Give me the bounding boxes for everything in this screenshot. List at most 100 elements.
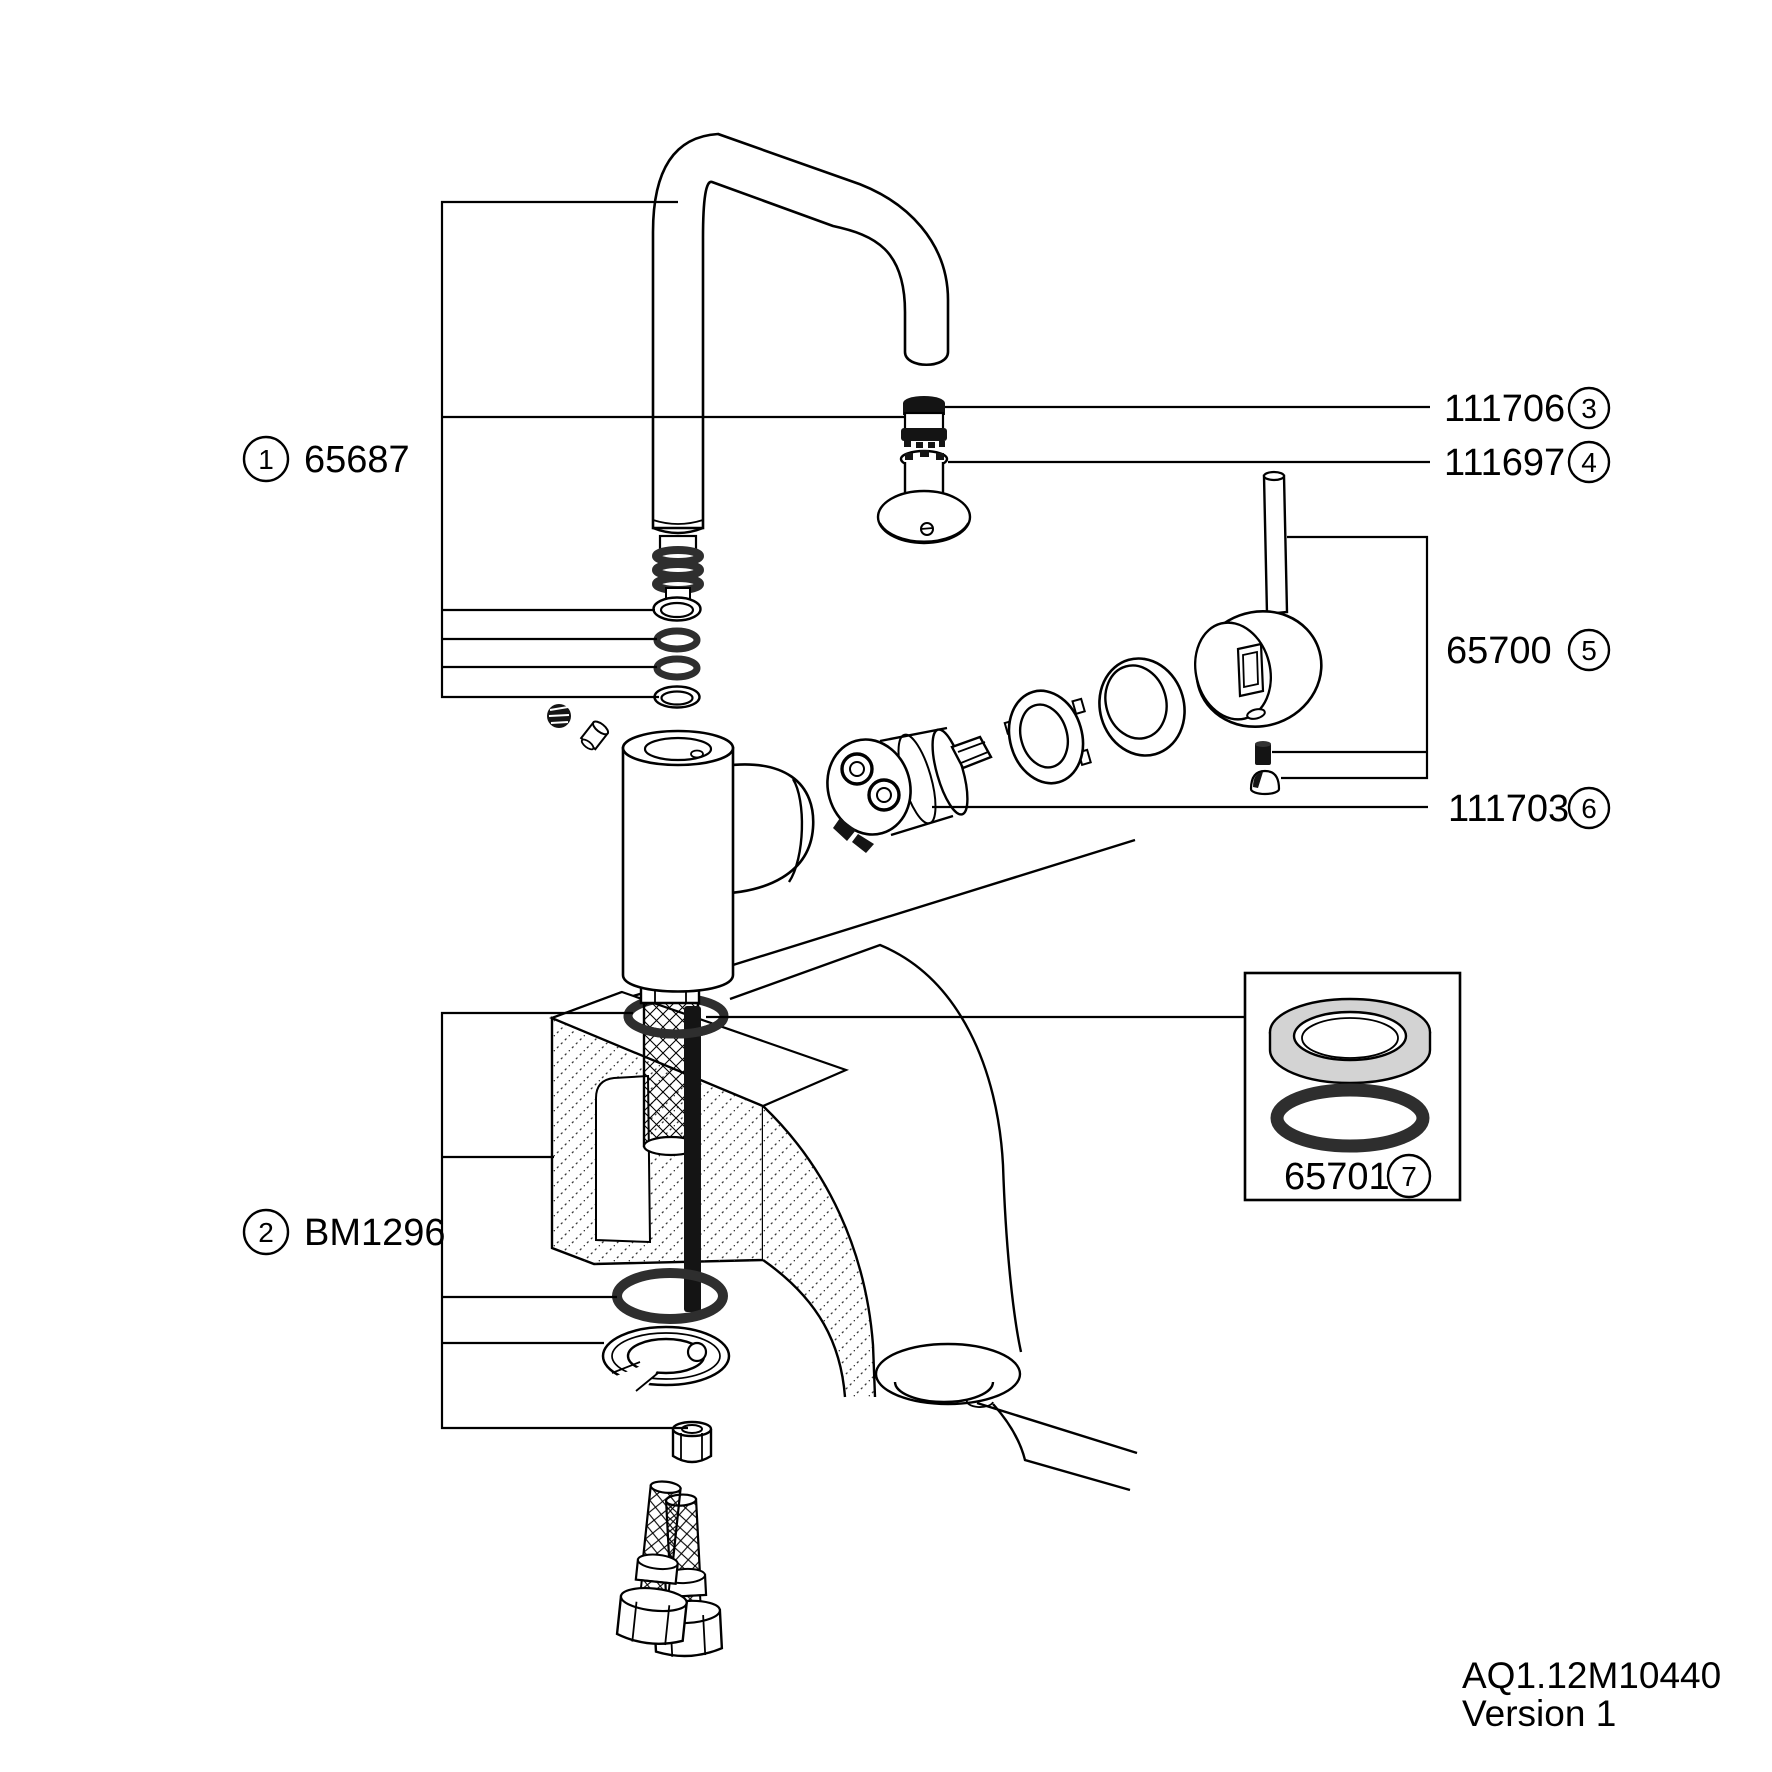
hose-hex-facets [631, 1601, 671, 1646]
callout-2: 2 BM1296 [242, 1208, 446, 1256]
cap-shade [1253, 772, 1263, 788]
ring-inner [1018, 703, 1070, 769]
bracket-1-leader-rings [442, 608, 657, 669]
ring-tab-1 [1071, 697, 1086, 716]
handle-screw-port [1246, 708, 1266, 720]
cartridge-face [826, 738, 912, 836]
callout-number: 1 [258, 444, 274, 475]
sink-bowl-section [762, 1105, 1138, 1492]
lower-oring [612, 1268, 728, 1324]
dome-ring [1098, 657, 1186, 757]
cartridge-stem [950, 735, 993, 770]
hose-hex-top [619, 1587, 688, 1613]
cartridge-port-1-inner [849, 761, 865, 777]
bowl-wall-inner-edge [762, 1259, 847, 1398]
small-fasteners [547, 704, 610, 751]
callout-circle [1567, 440, 1611, 484]
callout-number: 7 [1401, 1161, 1417, 1192]
body-cylinder [621, 746, 735, 993]
cartridge-port-1 [840, 752, 874, 786]
bracket-1 [440, 200, 678, 699]
cartridge-tab-1 [833, 818, 856, 841]
washer-gap [586, 1356, 666, 1412]
bowl-wall-hatch [763, 1106, 875, 1397]
washer-hole [1292, 1010, 1408, 1062]
cartridge [826, 726, 993, 853]
callout-6: 111703 6 [1448, 786, 1611, 830]
aerator-key [876, 449, 972, 545]
base-oring-front [623, 1015, 729, 1039]
oring-2 [653, 655, 701, 681]
inset-oring [1270, 1083, 1430, 1153]
drain-inner-edge [893, 1381, 995, 1404]
document-version: Version 1 [1462, 1693, 1616, 1734]
nut-facets [680, 1433, 703, 1461]
hose-top [649, 1480, 682, 1494]
handle-square-socket [1236, 642, 1265, 698]
part-number: 111697 [1444, 442, 1565, 484]
cartridge-port-2-inner [876, 787, 892, 803]
retaining-ring [1003, 689, 1092, 785]
callout-3: 111706 3 [1444, 386, 1611, 430]
spout-tube [651, 132, 950, 530]
washer-gap-ends [611, 1361, 659, 1392]
cartridge-rear-end [931, 728, 969, 816]
screw-tip [580, 738, 595, 751]
set-screw-top [1255, 741, 1271, 747]
aerator-collar [901, 428, 947, 441]
part-number: BM1296 [304, 1212, 446, 1254]
callout-5: 65700 5 [1446, 628, 1611, 672]
bracket-2 [440, 1011, 688, 1430]
body-top-detail [690, 749, 704, 759]
aerator-top [903, 396, 945, 410]
callout-circle [1567, 628, 1611, 672]
screw-head [592, 720, 610, 736]
seal-ring-2-inner [660, 690, 694, 706]
drain-recess [874, 1342, 1022, 1406]
callout-number: 3 [1581, 393, 1597, 424]
callout-number: 2 [258, 1217, 274, 1248]
callout-number: 4 [1581, 447, 1597, 478]
part-number: 65700 [1446, 630, 1552, 672]
aerator-body [903, 411, 945, 432]
part-number: 111706 [1444, 388, 1565, 430]
faucet-body [621, 729, 815, 1005]
callout-1: 1 65687 [242, 435, 410, 483]
callout-4: 111697 4 [1444, 440, 1611, 484]
key-screw-slot [920, 527, 934, 530]
bracket-2-leaders [442, 1155, 617, 1345]
callout-circle [1567, 386, 1611, 430]
horseshoe-washer [586, 1325, 731, 1412]
hose-collar-top [636, 1553, 679, 1571]
spout-end-cap [652, 526, 704, 535]
part-number: 111703 [1448, 788, 1569, 830]
handle [1193, 470, 1323, 729]
washer-depth-line [611, 1332, 721, 1380]
threaded-stud-group [684, 1006, 701, 1312]
callout-circle [1386, 1153, 1432, 1199]
handle-cap [1249, 769, 1281, 796]
body-top-hole [643, 736, 713, 762]
arm-tip-face [787, 778, 804, 883]
cartridge-stem-lines [957, 741, 989, 764]
part-number: 65687 [304, 439, 410, 481]
bowl-rim-edge [729, 943, 1023, 1353]
callout-leaders [440, 200, 1430, 1430]
small-nut-slots [548, 706, 570, 724]
washer-hook-hole [686, 1341, 708, 1363]
seal-ring-1-inner [659, 601, 695, 619]
callout-number: 5 [1581, 635, 1597, 666]
document-number: AQ1.12M10440 [1462, 1655, 1721, 1696]
lower-oring-group [612, 1268, 728, 1324]
callout-7: 65701 7 [1284, 1153, 1432, 1199]
spout-end-step [652, 519, 704, 525]
washer-bevel [1301, 1017, 1399, 1059]
bracket-65700 [1281, 535, 1429, 780]
bowl-bottom-edge-2 [992, 1403, 1131, 1492]
aerator-insert [901, 396, 947, 448]
spout-seal-stack [652, 596, 702, 709]
set-screw [1255, 743, 1271, 765]
supply-hose-left [615, 1480, 688, 1646]
